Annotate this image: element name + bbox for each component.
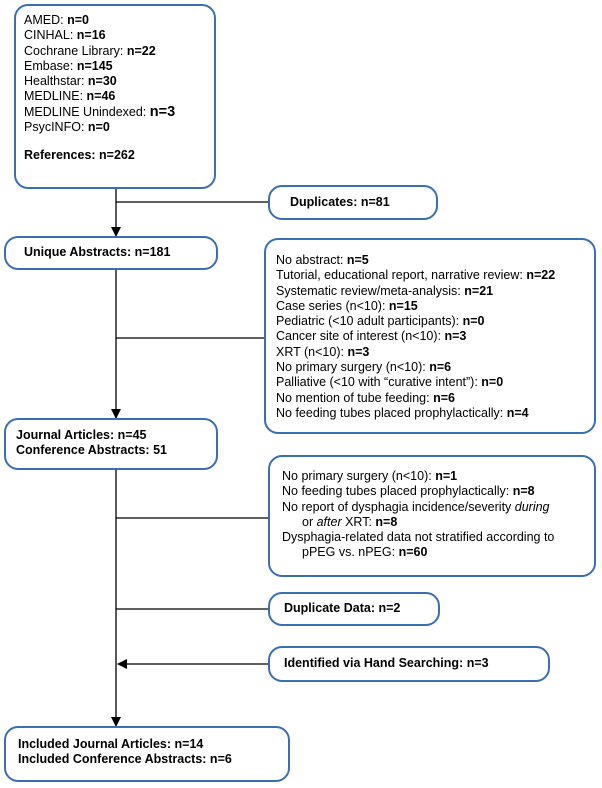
source-medline-unindexed: MEDLINE Unindexed: n=3	[24, 103, 176, 120]
exclusion-palliative: Palliative (<10 with “curative intent”):…	[276, 375, 504, 390]
source-embase: Embase: n=145	[24, 58, 113, 73]
exclusion-no-primary-surgery: No primary surgery (n<10): n=6	[276, 360, 452, 375]
included-conference-text: Included Conference Abstracts: n=6	[18, 752, 232, 767]
exclusion2-not-stratified: Dysphagia-related data not stratified ac…	[282, 530, 555, 545]
duplicates-text: Duplicates: n=81	[290, 194, 390, 209]
duplicate-data-text: Duplicate Data: n=2	[284, 601, 401, 616]
exclusion-tutorial: Tutorial, educational report, narrative …	[276, 268, 556, 283]
exclusion-cancer-site: Cancer site of interest (n<10): n=3	[276, 329, 467, 344]
exclusion-case-series: Case series (n<10): n=15	[276, 298, 418, 313]
source-psycinfo: PsycINFO: n=0	[24, 120, 110, 135]
exclusion-box-2: No primary surgery (n<10): n=1 No feedin…	[268, 455, 596, 577]
source-medline: MEDLINE: n=46	[24, 89, 116, 104]
source-healthstar: Healthstar: n=30	[24, 74, 117, 89]
exclusion-box-1: No abstract: n=5 Tutorial, educational r…	[264, 238, 596, 434]
included-box: Included Journal Articles: n=14 Included…	[4, 726, 290, 782]
exclusion-no-tube-feeding: No mention of tube feeding: n=6	[276, 390, 455, 405]
hand-search-text: Identified via Hand Searching: n=3	[284, 656, 489, 671]
exclusion2-no-dysphagia-report-cont: or after XRT: n=8	[302, 514, 398, 529]
exclusion2-no-primary-surgery: No primary surgery (n<10): n=1	[282, 469, 458, 483]
exclusion-pediatric: Pediatric (<10 adult participants): n=0	[276, 314, 485, 329]
articles-box: Journal Articles: n=45 Conference Abstra…	[4, 418, 218, 470]
exclusion-xrt: XRT (n<10): n=3	[276, 344, 370, 359]
references-total: References: n=262	[24, 148, 135, 163]
included-journal-text: Included Journal Articles: n=14	[18, 737, 204, 751]
hand-search-box: Identified via Hand Searching: n=3	[268, 646, 550, 682]
unique-abstracts-text: Unique Abstracts: n=181	[24, 245, 171, 260]
conference-abstracts-text: Conference Abstracts: 51	[16, 443, 167, 458]
duplicate-data-box: Duplicate Data: n=2	[268, 592, 440, 626]
journal-articles-text: Journal Articles: n=45	[16, 428, 147, 442]
source-amed: AMED: n=0	[24, 13, 89, 27]
exclusion2-no-dysphagia-report: No report of dysphagia incidence/severit…	[282, 499, 550, 514]
exclusion-no-prophylactic-tubes: No feeding tubes placed prophylactically…	[276, 405, 529, 420]
exclusion2-no-prophylactic-tubes: No feeding tubes placed prophylactically…	[282, 484, 535, 499]
duplicates-box: Duplicates: n=81	[268, 185, 438, 220]
unique-abstracts-box: Unique Abstracts: n=181	[4, 236, 218, 270]
sources-box: AMED: n=0 CINHAL: n=16 Cochrane Library:…	[14, 4, 216, 189]
exclusion2-not-stratified-cont: pPEG vs. nPEG: n=60	[302, 545, 428, 560]
source-cinhal: CINHAL: n=16	[24, 28, 106, 43]
source-cochrane: Cochrane Library: n=22	[24, 43, 156, 58]
exclusion-systematic-review: Systematic review/meta-analysis: n=21	[276, 283, 494, 298]
exclusion-no-abstract: No abstract: n=5	[276, 253, 369, 267]
